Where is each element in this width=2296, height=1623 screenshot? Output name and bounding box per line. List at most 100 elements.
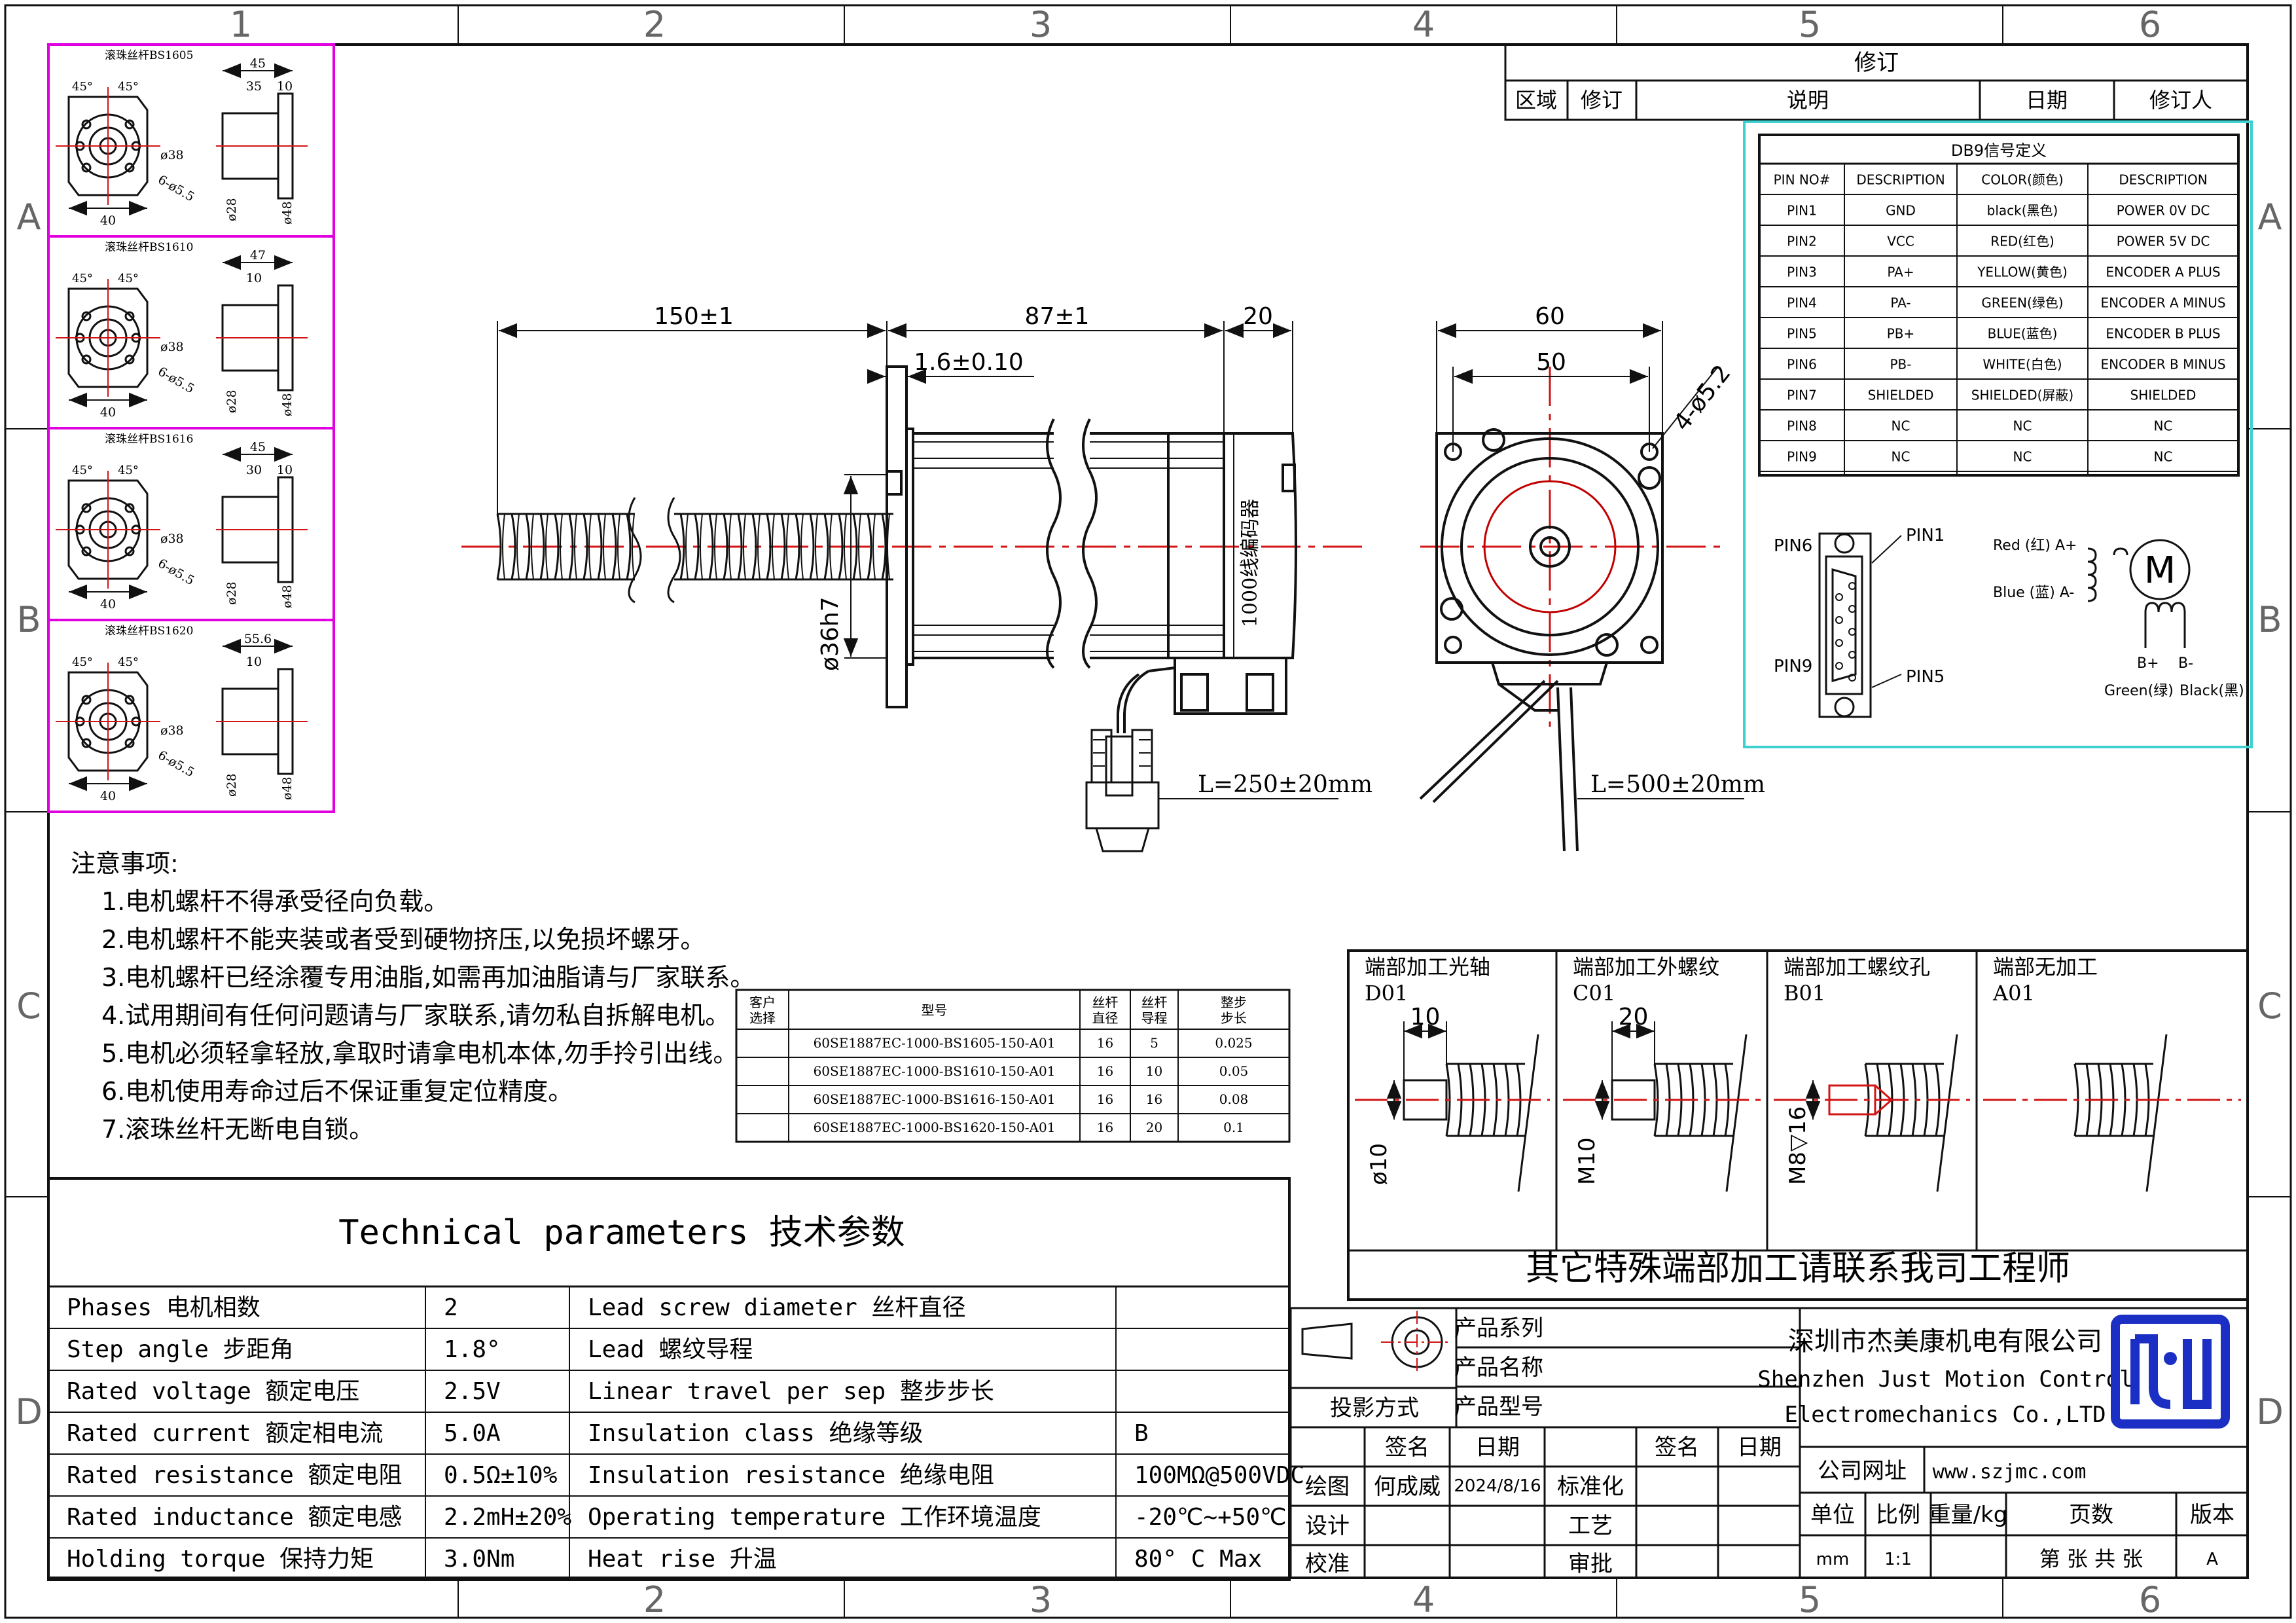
models-header: 丝杆: [1141, 994, 1168, 1010]
dim-bottom: 40: [100, 789, 116, 803]
col-label: 3: [1030, 1579, 1052, 1620]
variant-frame: [47, 619, 335, 813]
std-label: 标准化: [1557, 1474, 1624, 1500]
models-header: 步长: [1221, 1010, 1247, 1026]
db9-cell: POWER 0V DC: [2117, 203, 2210, 219]
bolt-hole: [81, 354, 92, 365]
break-line: [2145, 1034, 2168, 1192]
models-header: 客户: [749, 994, 776, 1010]
models-frame: [735, 989, 1291, 1143]
bolt-hole: [124, 119, 135, 130]
db9-plug: [1085, 729, 1160, 852]
dim-pilot-diameter: ø36h7: [817, 596, 844, 671]
thread-crest: [694, 513, 700, 580]
dim-width: 47: [250, 248, 266, 263]
row-label: B: [2257, 599, 2282, 640]
note-item: 2.电机螺杆不能夹装或者受到硬物挤压,以免损坏螺牙。: [101, 925, 705, 954]
angle-label: 45°: [72, 655, 93, 669]
thread-crest: [708, 513, 714, 580]
end-dim: 20: [1619, 1004, 1649, 1030]
db9-cell: PIN7: [1787, 388, 1817, 403]
models-cell: 16: [1097, 1035, 1113, 1051]
dim-width: 10: [277, 463, 293, 477]
models-cell: 10: [1146, 1063, 1162, 1079]
db9-cell: BLUE(蓝色): [1988, 326, 2058, 342]
db9-cell: PIN2: [1787, 234, 1817, 249]
revision-header: 日期: [2026, 88, 2068, 113]
coil-label: Green(绿): [2104, 683, 2174, 699]
dim-bottom: 40: [100, 597, 116, 611]
db9-cell: ENCODER A MINUS: [2100, 295, 2225, 311]
models-cell: 60SE1887EC-1000-BS1616-150-A01: [814, 1091, 1056, 1107]
tech-cell: Rated resistance 额定电阻: [67, 1462, 402, 1489]
row-label: D: [2256, 1391, 2284, 1432]
dim-width: 35: [246, 79, 262, 94]
dim-shaft: ø48: [280, 585, 295, 608]
check-label: 校准: [1305, 1551, 1350, 1577]
thread-crest: [751, 513, 757, 580]
db9-cell: NC: [2013, 449, 2032, 465]
tech-cell: Insulation resistance 绝缘电阻: [588, 1462, 994, 1489]
break-line: [1936, 1034, 1958, 1192]
sign-label: 签名: [1655, 1434, 1699, 1461]
thread-crest: [766, 513, 772, 580]
title-block: 投影方式 产品系列 产品名称 产品型号 签名 日期 签名 日期 绘图 何成威 标…: [1289, 1307, 2249, 1579]
db9-header-cell: PIN NO#: [1774, 172, 1831, 188]
models-cell: 5: [1150, 1035, 1158, 1051]
end-diameter: ø10: [1366, 1143, 1392, 1185]
db9-cell: NC: [1892, 418, 1910, 434]
models-cell: 60SE1887EC-1000-BS1620-150-A01: [814, 1120, 1056, 1135]
db9-cell: PIN1: [1787, 203, 1817, 219]
unit-value: mm: [1816, 1550, 1850, 1569]
thread-root: [685, 513, 689, 580]
thread-crest: [881, 513, 887, 580]
end-code: C01: [1573, 981, 1615, 1006]
dim-width: 10: [246, 655, 262, 669]
flange-outline: [67, 96, 149, 196]
tech-frame: [47, 1177, 1291, 1581]
models-cell: 16: [1097, 1091, 1113, 1107]
lead-screw: [497, 497, 893, 604]
tech-cell: Rated current 额定相电流: [67, 1420, 383, 1447]
thread-root: [743, 513, 746, 580]
thread-root: [757, 513, 761, 580]
db9-cell: PA-: [1890, 295, 1910, 311]
db9-cell: ENCODER A PLUS: [2106, 264, 2220, 280]
company-name-en: Electromechanics Co.,LTD: [1784, 1402, 2106, 1428]
thread-crest: [723, 513, 728, 580]
break-line: [1725, 1034, 1748, 1192]
end-diameter: M10: [1574, 1137, 1600, 1185]
thread-root: [574, 513, 577, 580]
motor-body: [912, 418, 1297, 733]
dim-shaft: ø28: [224, 773, 239, 797]
thread-root: [772, 513, 775, 580]
end-code: D01: [1365, 981, 1408, 1006]
db9-cell: GREEN(绿色): [1981, 295, 2063, 311]
tech-cell: 2: [444, 1294, 458, 1321]
tech-cell: 1.8°: [444, 1336, 501, 1363]
dim-bottom: 40: [100, 213, 116, 228]
projection-label: 投影方式: [1330, 1395, 1419, 1421]
bolt-hole: [124, 546, 135, 556]
tech-cell: 5.0A: [444, 1420, 501, 1447]
thread-crest: [554, 513, 560, 580]
dim-flange-width: 60: [1535, 303, 1565, 330]
thread-root: [800, 513, 804, 580]
thread-root: [829, 513, 833, 580]
models-cell: 20: [1146, 1120, 1162, 1135]
date-label: 日期: [1737, 1434, 1782, 1461]
thread-root: [588, 513, 592, 580]
dim-mount-holes: 4-ø5.2: [1668, 360, 1736, 436]
models-header: 导程: [1141, 1010, 1168, 1026]
tech-cell: Insulation class 绝缘等级: [588, 1420, 923, 1447]
dim-width: 45: [250, 56, 266, 71]
pin-label: PIN1: [1906, 526, 1945, 545]
note-item: 1.电机螺杆不得承受径向负载。: [101, 887, 448, 916]
db9-cell: NC: [2154, 449, 2173, 465]
flange-outline: [67, 479, 149, 580]
dim-diameter: ø38: [160, 148, 184, 162]
db9-pins: [1835, 582, 1856, 682]
models-cell: 60SE1887EC-1000-BS1610-150-A01: [814, 1063, 1056, 1079]
tech-cell: 2.2mH±20%: [444, 1504, 571, 1531]
